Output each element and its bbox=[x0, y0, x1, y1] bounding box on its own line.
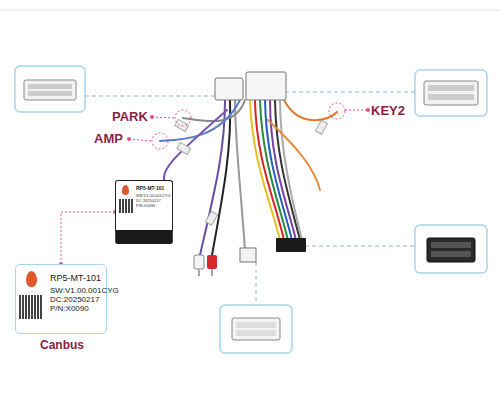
flame-logo bbox=[122, 185, 129, 195]
signal-label: PARK bbox=[112, 109, 148, 124]
rca-plug bbox=[207, 255, 217, 269]
wire-bundle bbox=[160, 100, 337, 255]
rca-plug bbox=[198, 269, 200, 276]
pointer-dot bbox=[127, 108, 370, 141]
signal-label: AMP bbox=[94, 131, 123, 146]
canbus-module: RP5-MT-101SW:V1.00.001CYGDC:20250217P/N:… bbox=[115, 180, 173, 244]
harness-plug bbox=[240, 248, 256, 262]
leader-line bbox=[85, 92, 415, 305]
label-line: P/N:X0090 bbox=[50, 304, 102, 313]
wire-sleeve bbox=[205, 211, 217, 225]
flame-logo bbox=[26, 271, 37, 287]
node-heading: Canbus bbox=[40, 338, 84, 352]
rca-plug bbox=[211, 269, 213, 276]
harness-plug bbox=[215, 78, 243, 100]
label-line: SW:V1.00.001CYG bbox=[50, 286, 102, 295]
label-line: RP5-MT-101 bbox=[50, 273, 102, 283]
label-line: RP5-MT-101 bbox=[136, 185, 169, 191]
rca-plug bbox=[194, 255, 204, 269]
top-rule bbox=[0, 10, 500, 11]
wire-sleeve bbox=[177, 142, 191, 154]
qr-code bbox=[19, 295, 43, 319]
callout-circle bbox=[129, 103, 368, 149]
label-line: P/N:X0090 bbox=[136, 203, 169, 208]
label-line: SW:V1.00.001CYG bbox=[136, 193, 169, 198]
connector-frame bbox=[15, 66, 85, 112]
dotted-connector bbox=[59, 210, 117, 266]
signal-label: KEY2 bbox=[371, 103, 405, 118]
connector-frame bbox=[220, 305, 292, 353]
harness-plug bbox=[246, 72, 286, 100]
label-line: DC:20250217 bbox=[50, 295, 102, 304]
product-label-card: RP5-MT-101SW:V1.00.001CYGDC:20250217P/N:… bbox=[15, 264, 107, 334]
connector-frame bbox=[415, 225, 487, 273]
label-line: DC:20250217 bbox=[136, 198, 169, 203]
qr-code bbox=[119, 199, 133, 213]
harness-plug bbox=[276, 238, 306, 252]
connector-frame bbox=[415, 70, 487, 116]
wire-sleeve bbox=[315, 120, 327, 134]
